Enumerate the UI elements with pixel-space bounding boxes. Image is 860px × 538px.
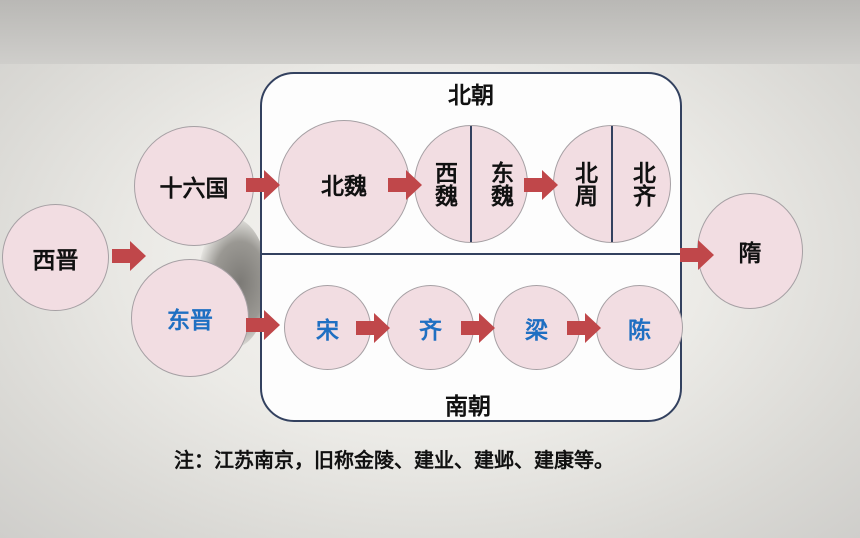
node-dongjin: 东晋 [131, 259, 249, 377]
node-label: 梁 [525, 317, 548, 344]
north-south-divider [260, 253, 702, 255]
arrow-icon [567, 313, 601, 343]
node-label-beiqi: 北齐 [628, 161, 655, 207]
north-dynasties-label: 北朝 [448, 83, 494, 109]
south-dynasties-label: 南朝 [445, 394, 491, 420]
node-liang: 梁 [493, 285, 580, 370]
node-label-dongwei: 东魏 [486, 161, 513, 207]
node-label: 东晋 [167, 308, 213, 334]
node-xijin: 西晋 [2, 204, 109, 311]
arrow-icon [388, 170, 422, 200]
node-label: 陈 [628, 317, 651, 344]
footnote: 注：江苏南京，旧称金陵、建业、建邺、建康等。 [174, 448, 614, 472]
node-chen: 陈 [596, 285, 683, 370]
node-label: 隋 [738, 241, 762, 267]
node-label: 宋 [316, 317, 339, 344]
node-shiliuguo: 十六国 [134, 126, 254, 246]
arrow-icon [461, 313, 495, 343]
node-sui: 隋 [697, 193, 803, 309]
node-label: 北魏 [321, 174, 367, 200]
node-label: 齐 [419, 317, 442, 344]
node-xiwei-dongwei: 西魏 东魏 [414, 125, 528, 243]
arrow-icon [246, 170, 280, 200]
background-top-band [0, 0, 860, 64]
arrow-icon [112, 241, 146, 271]
node-label: 十六国 [159, 176, 229, 202]
node-label-xiwei: 西魏 [430, 161, 457, 207]
node-label: 西晋 [32, 247, 79, 274]
node-label-beizhou: 北周 [570, 161, 597, 207]
node-qi: 齐 [387, 285, 474, 370]
arrow-icon [680, 240, 714, 270]
arrow-icon [356, 313, 390, 343]
node-beizhou-beiqi: 北周 北齐 [553, 125, 671, 243]
arrow-icon [524, 170, 558, 200]
split-line [470, 126, 472, 242]
arrow-icon [246, 310, 280, 340]
split-line [611, 126, 613, 242]
